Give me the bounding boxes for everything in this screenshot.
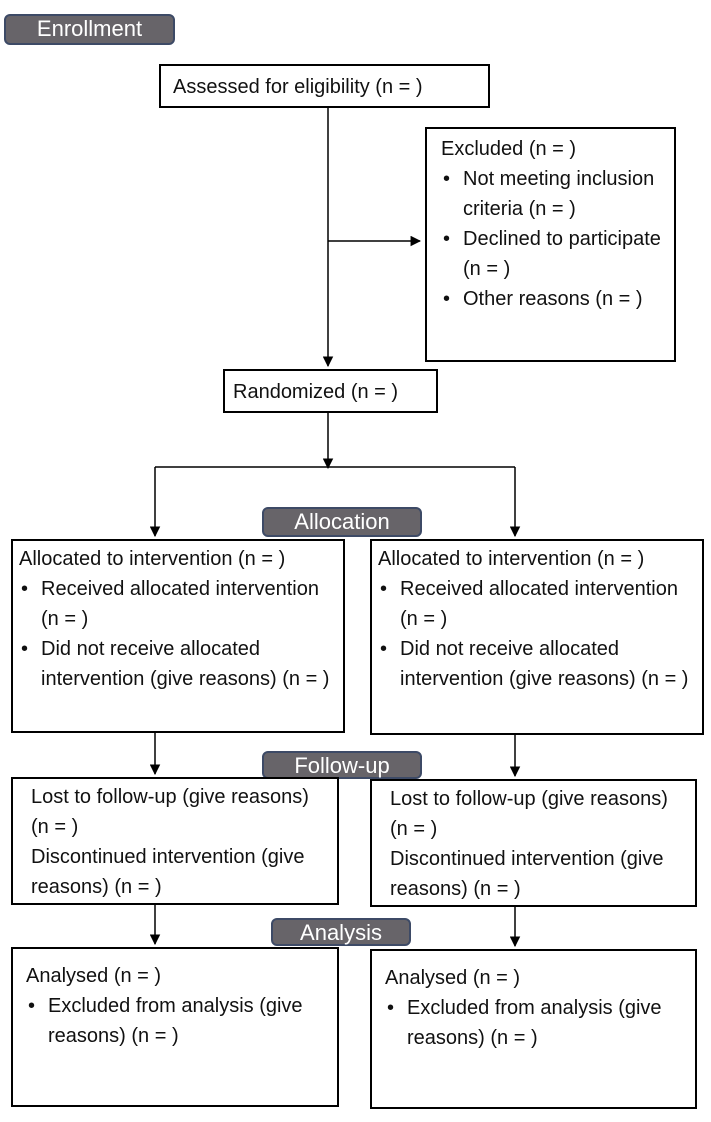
allocation-item: Received allocated intervention (n = ) bbox=[378, 574, 696, 634]
stage-label-enrollment: Enrollment bbox=[4, 14, 175, 45]
stage-label-analysis: Analysis bbox=[271, 918, 411, 946]
allocation-list: Received allocated intervention (n = ) D… bbox=[19, 574, 337, 694]
allocation-title: Allocated to intervention (n = ) bbox=[19, 548, 286, 570]
stage-label-allocation: Allocation bbox=[262, 507, 422, 537]
excluded-list: Not meeting inclusion criteria (n = ) De… bbox=[441, 164, 664, 314]
analysed-label: Analysed (n = ) bbox=[26, 965, 162, 987]
discontinued-intervention: Discontinued intervention (give reasons)… bbox=[31, 846, 305, 898]
analysis-list: Excluded from analysis (give reasons) (n… bbox=[26, 991, 329, 1051]
left-analysis-box: Analysed (n = ) Excluded from analysis (… bbox=[11, 947, 339, 1107]
analysis-list: Excluded from analysis (give reasons) (n… bbox=[385, 993, 687, 1053]
excluded-item: Other reasons (n = ) bbox=[441, 284, 664, 314]
randomized-label: Randomized (n = ) bbox=[233, 381, 399, 403]
left-follow-up-box: Lost to follow-up (give reasons) (n = ) … bbox=[11, 777, 339, 905]
excluded-title: Excluded (n = ) bbox=[441, 138, 577, 160]
left-allocation-box: Allocated to intervention (n = ) Receive… bbox=[11, 539, 345, 733]
discontinued-intervention: Discontinued intervention (give reasons)… bbox=[390, 848, 664, 900]
stage-label-follow-up: Follow-up bbox=[262, 751, 422, 779]
lost-to-follow-up: Lost to follow-up (give reasons) (n = ) bbox=[390, 788, 668, 840]
allocation-title: Allocated to intervention (n = ) bbox=[378, 548, 645, 570]
right-allocation-box: Allocated to intervention (n = ) Receive… bbox=[370, 539, 704, 735]
allocation-item: Did not receive allocated intervention (… bbox=[378, 634, 696, 694]
allocation-item: Received allocated intervention (n = ) bbox=[19, 574, 337, 634]
excluded-box: Excluded (n = ) Not meeting inclusion cr… bbox=[425, 127, 676, 362]
right-follow-up-box: Lost to follow-up (give reasons) (n = ) … bbox=[370, 779, 697, 907]
assessed-label: Assessed for eligibility (n = ) bbox=[173, 76, 423, 98]
lost-to-follow-up: Lost to follow-up (give reasons) (n = ) bbox=[31, 786, 309, 838]
excluded-item: Not meeting inclusion criteria (n = ) bbox=[441, 164, 664, 224]
excluded-item: Declined to participate (n = ) bbox=[441, 224, 664, 284]
analysis-item: Excluded from analysis (give reasons) (n… bbox=[26, 991, 329, 1051]
right-analysis-box: Analysed (n = ) Excluded from analysis (… bbox=[370, 949, 697, 1109]
analysed-label: Analysed (n = ) bbox=[385, 967, 521, 989]
allocation-item: Did not receive allocated intervention (… bbox=[19, 634, 337, 694]
allocation-list: Received allocated intervention (n = ) D… bbox=[378, 574, 696, 694]
randomized-box: Randomized (n = ) bbox=[223, 369, 438, 413]
assessed-box: Assessed for eligibility (n = ) bbox=[159, 64, 490, 108]
analysis-item: Excluded from analysis (give reasons) (n… bbox=[385, 993, 687, 1053]
